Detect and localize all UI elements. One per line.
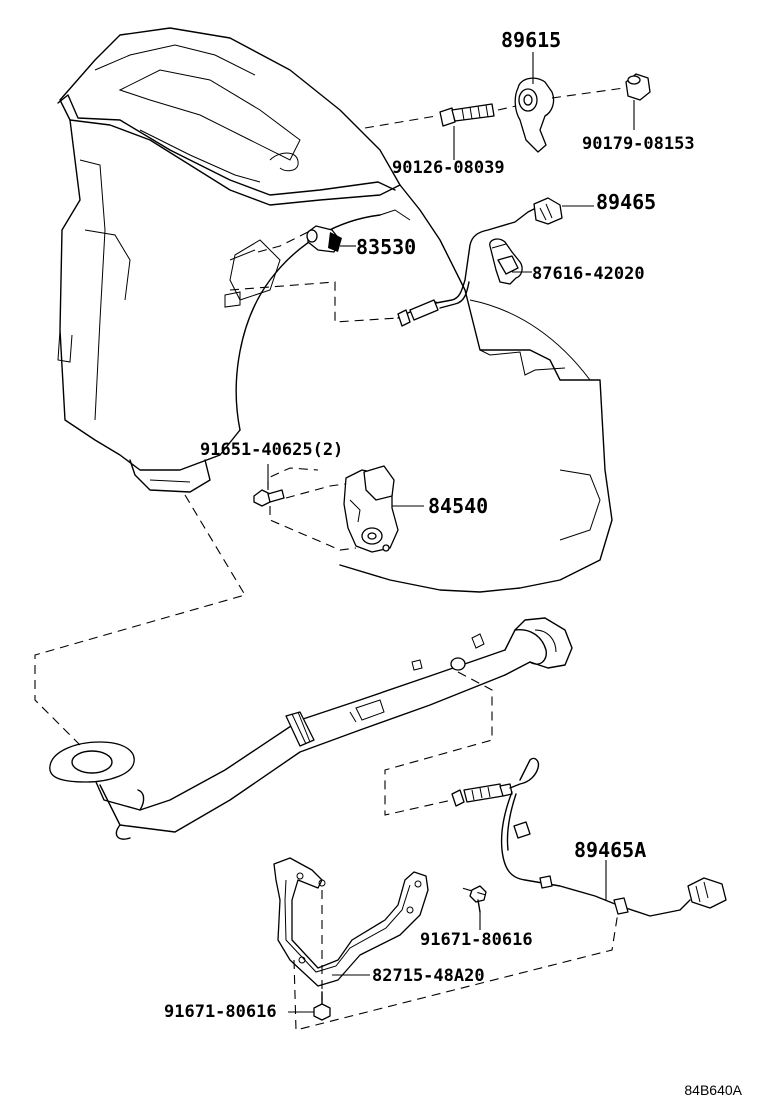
bolt-91651	[253, 489, 285, 507]
label-89465: 89465	[596, 190, 657, 214]
oxygen-sensor-89465	[397, 197, 563, 327]
label-82715-48A20: 82715-48A20	[372, 966, 485, 986]
label-91671-80616-lower: 91671-80616	[164, 1002, 277, 1022]
label-90179-08153: 90179-08153	[582, 134, 695, 154]
bolt-91671-upper	[469, 885, 487, 913]
bracket-82715	[273, 857, 429, 987]
neutral-start-switch-84540	[343, 465, 399, 553]
clamp-87616	[489, 238, 523, 285]
label-84540: 84540	[428, 494, 489, 518]
engine-block	[57, 27, 613, 593]
label-89615: 89615	[501, 28, 562, 52]
knock-sensor-89615	[514, 77, 555, 153]
nut-90179	[625, 73, 651, 101]
oxygen-sensor-89465A	[451, 757, 727, 917]
assembly-lines	[34, 87, 625, 1031]
stud-bolt-90126	[439, 103, 495, 127]
label-91671-80616-upper: 91671-80616	[420, 930, 533, 950]
label-87616-42020: 87616-42020	[532, 264, 645, 284]
oil-pressure-switch-83530	[306, 225, 342, 253]
leader-lines	[267, 52, 635, 1013]
exhaust-front-pipe	[49, 617, 573, 840]
diagram-code: 84B640A	[684, 1082, 742, 1098]
label-83530: 83530	[356, 235, 417, 259]
label-89465A: 89465A	[574, 838, 647, 862]
label-91651-40625: 91651-40625(2)	[200, 440, 344, 460]
bolt-91671-lower	[313, 991, 331, 1021]
label-90126-08039: 90126-08039	[392, 158, 505, 178]
